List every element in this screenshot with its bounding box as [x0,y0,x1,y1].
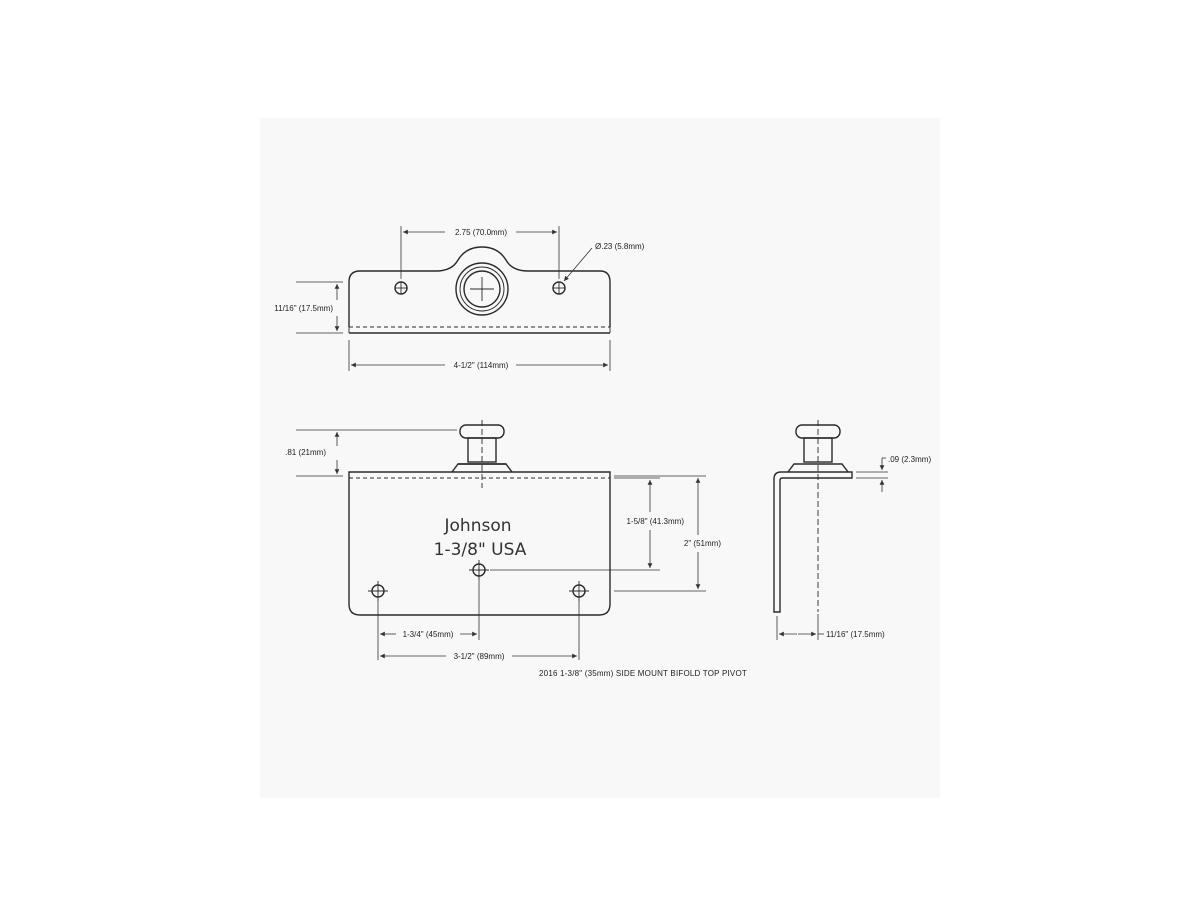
side-view-bracket [773,471,853,613]
front-view-pivot-pin [451,420,513,488]
dim-plate-height: 2" (51mm) [614,475,721,592]
dim-hole-diameter: Ø.23 (5.8mm) [563,242,645,282]
front-view-left-hole [368,581,388,601]
side-view: .09 (2.3mm) 11/16" (17.5mm) [773,420,931,640]
label-pin-height: .81 (21mm) [285,448,326,457]
stamp-size: 1-3/8" USA [434,540,527,560]
side-view-pivot-pin [787,420,849,612]
label-outer-hole-spacing: 3-1/2" (89mm) [454,652,505,661]
label-side-leg-width: 11/16" (17.5mm) [826,630,885,639]
drawing-background [260,118,940,798]
dim-center-hole-height: 1-5/8" (41.3mm) [490,477,684,571]
top-view-left-hole [394,281,408,295]
dim-hole-spacing: 2.75 (70.0mm) [400,226,560,279]
stamp-brand: Johnson [444,516,512,536]
label-hole-diameter: Ø.23 (5.8mm) [595,242,645,251]
label-center-offset: 1-3/4" (45mm) [403,630,454,639]
front-view-plate [348,471,611,616]
label-top-width: 4-1/2" (114mm) [454,361,509,370]
dim-side-leg-width: 11/16" (17.5mm) [776,614,885,640]
dim-outer-hole-spacing: 3-1/2" (89mm) [380,601,580,661]
dim-center-offset: 1-3/4" (45mm) [377,580,480,660]
top-view-right-hole [552,281,566,295]
label-center-hole-height: 1-5/8" (41.3mm) [626,517,684,526]
label-top-height: 11/16" (17.5mm) [274,304,333,313]
drawing-caption: 2016 1-3/8" (35mm) SIDE MOUNT BIFOLD TOP… [539,669,747,678]
dim-top-height: 11/16" (17.5mm) [274,281,343,334]
top-view-outline [348,246,611,327]
dim-top-width: 4-1/2" (114mm) [348,340,611,371]
label-plate-height: 2" (51mm) [684,539,721,548]
dim-side-thickness: .09 (2.3mm) [856,455,931,492]
dim-pin-height: .81 (21mm) [285,429,457,477]
front-view-right-hole [569,581,589,601]
top-view-pivot-pin [455,262,509,316]
top-view: 2.75 (70.0mm) Ø.23 (5.8mm) 11/16" (17.5m… [274,226,645,371]
label-hole-spacing: 2.75 (70.0mm) [455,228,507,237]
front-view: Johnson 1-3/8" USA .81 (21mm) [285,420,747,678]
front-view-center-hole [469,560,489,580]
label-side-thickness: .09 (2.3mm) [888,455,931,464]
